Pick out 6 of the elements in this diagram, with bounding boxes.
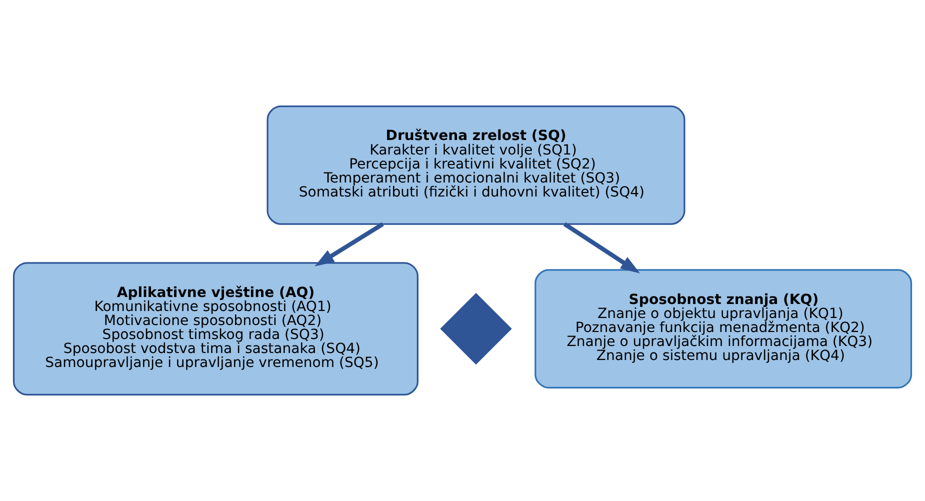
node-box: Društvena zrelost (SQ) Karakter i kvalitet volje (SQ1) Percepcija i kreativni kvalitet (SQ2) Temperament i emocionalni kvalitet (SQ3) Somatski atributi (fizički i duhovni kvalitet) (SQ4) (266, 106, 686, 225)
node-box: Sposobnost znanja (KQ) Znanje o objektu upravljanja (KQ1) Poznavanje funkcija menadžmenta (KQ2) Znanje o upravljačkim informacijama (KQ3) Znanje o sistemu upravljanja (KQ4) (534, 269, 912, 388)
node-diamond (440, 292, 512, 365)
arrow (563, 222, 640, 274)
arrow (314, 222, 384, 266)
node-box: Aplikativne vještine (AQ) Komunikativne sposobnosti (AQ1) Motivacione sposobnosti (AQ2) Sposobnost timskog rada (SQ3) Sposobost vodstva tima i sastanaka (SQ4) Samoupravljanje i upravljanje vremenom (SQ5) (12, 262, 418, 396)
